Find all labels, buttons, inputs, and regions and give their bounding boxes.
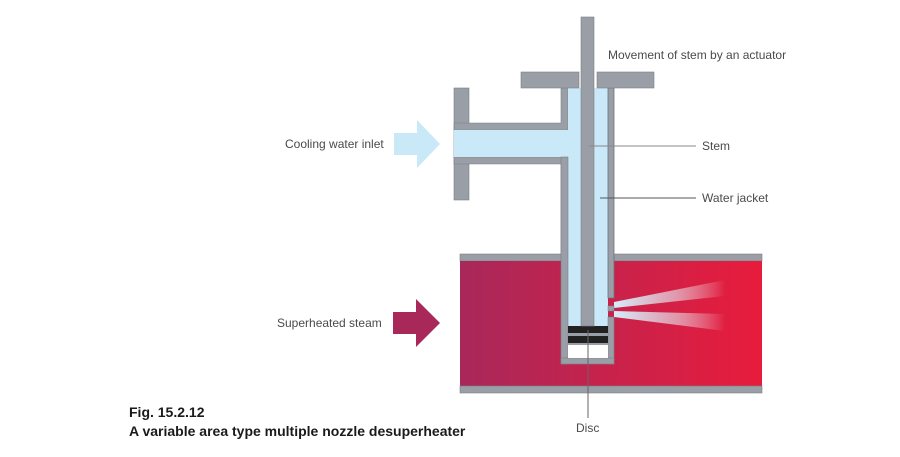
jacket-right-wall-lower bbox=[607, 316, 615, 365]
label-stem: Stem bbox=[702, 139, 730, 153]
inlet-lower-wall bbox=[453, 156, 569, 255]
spray-upper bbox=[614, 280, 725, 308]
cooling-water-arrow-icon bbox=[394, 120, 440, 168]
top-flange-left bbox=[520, 71, 580, 89]
label-cooling-water-inlet: Cooling water inlet bbox=[285, 137, 384, 151]
disc-plate-top bbox=[568, 326, 608, 333]
superheated-steam-arrow-icon bbox=[393, 299, 440, 347]
stem bbox=[580, 16, 595, 327]
spray-lower bbox=[614, 311, 725, 331]
nozzle-separator bbox=[607, 305, 615, 312]
top-flange-right bbox=[596, 71, 655, 89]
label-water-jacket: Water jacket bbox=[702, 191, 769, 205]
label-superheated-steam: Superheated steam bbox=[277, 316, 382, 330]
figure-number: Fig. 15.2.12 bbox=[129, 404, 205, 420]
pipe-bottom-wall bbox=[459, 385, 763, 394]
inlet-upper-wall bbox=[453, 87, 569, 131]
inlet-water bbox=[454, 130, 568, 157]
jacket-left-wall bbox=[560, 156, 569, 365]
water-sprays bbox=[614, 280, 725, 331]
jacket-right-wall-upper bbox=[607, 87, 615, 299]
label-disc: Disc bbox=[576, 421, 599, 435]
inlet-branch bbox=[453, 87, 569, 255]
label-actuator: Movement of stem by an actuator bbox=[608, 48, 786, 62]
figure-title: A variable area type multiple nozzle des… bbox=[129, 423, 466, 439]
